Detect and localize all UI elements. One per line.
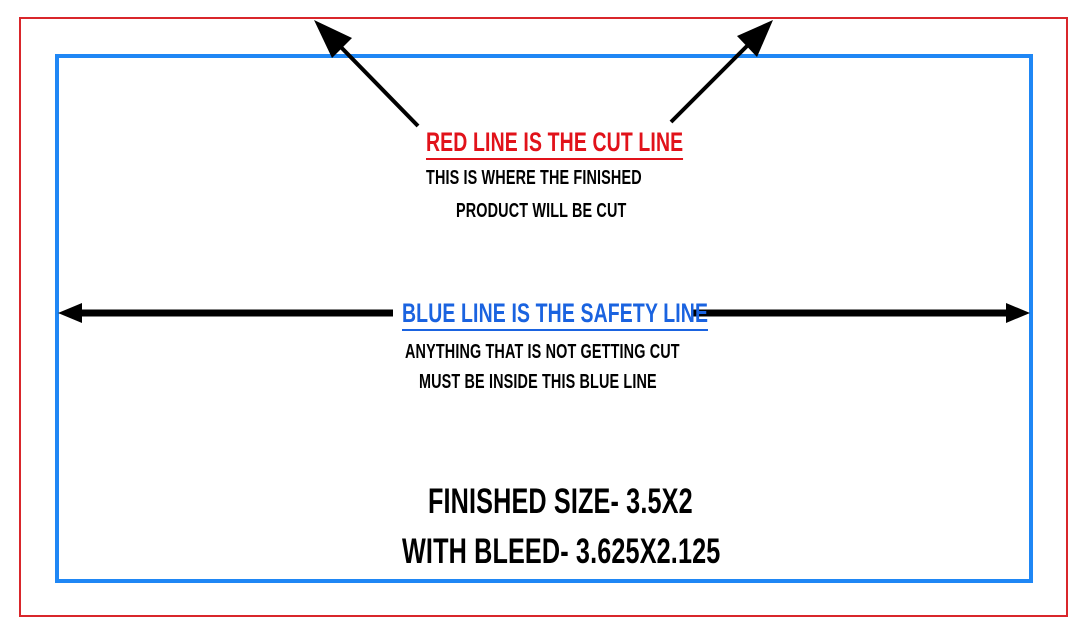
safety-line-heading: BLUE LINE IS THE SAFETY LINE: [402, 299, 709, 331]
cut-line-arrow-left: [314, 20, 420, 128]
cut-line-border: [19, 17, 1068, 617]
finished-size-label: FINISHED SIZE- 3.5X2: [428, 482, 693, 521]
cut-line-heading: RED LINE IS THE CUT LINE: [426, 128, 684, 160]
safety-line-description-1: ANYTHING THAT IS NOT GETTING CUT: [405, 341, 680, 363]
safety-line-border: [55, 54, 1033, 583]
bleed-size-label: WITH BLEED- 3.625X2.125: [402, 532, 721, 571]
cut-line-description-2: PRODUCT WILL BE CUT: [456, 200, 627, 222]
safety-line-arrow-left: [58, 303, 393, 323]
safety-line-arrow-right: [693, 303, 1030, 323]
cut-line-arrow-right: [669, 20, 773, 124]
cut-line-description-1: THIS IS WHERE THE FINISHED: [426, 167, 642, 189]
safety-line-description-2: MUST BE INSIDE THIS BLUE LINE: [419, 371, 657, 393]
